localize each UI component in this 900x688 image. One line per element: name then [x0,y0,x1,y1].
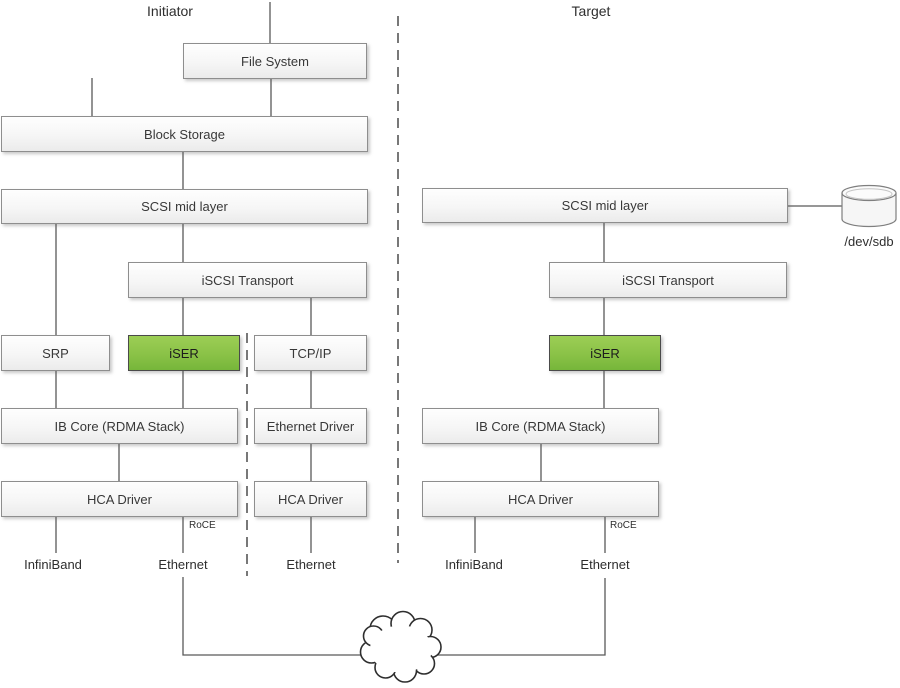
node-tcp-ip: TCP/IP [254,335,367,371]
node-iscsi-transport-initiator: iSCSI Transport [128,262,367,298]
node-ethernet-driver: Ethernet Driver [254,408,367,444]
disk-cylinder-icon [841,184,897,228]
infiniband-label-initiator: InfiniBand [24,557,82,572]
ethernet-label-initiator-tcp: Ethernet [286,557,336,572]
node-srp: SRP [1,335,110,371]
roce-label-initiator: RoCE [189,520,216,531]
node-ib-core-target: IB Core (RDMA Stack) [422,408,659,444]
target-title: Target [571,3,611,19]
network-cloud-icon [359,610,442,683]
node-iscsi-transport-target: iSCSI Transport [549,262,787,298]
node-iser-initiator: iSER [128,335,240,371]
ethernet-label-initiator-rdma: Ethernet [158,557,208,572]
node-iser-target: iSER [549,335,661,371]
node-file-system: File System [183,43,367,79]
connector-lines [55,2,842,656]
initiator-title: Initiator [147,3,193,19]
roce-label-target: RoCE [610,520,637,531]
node-block-storage: Block Storage [1,116,368,152]
node-hca-driver-initiator-rdma: HCA Driver [1,481,238,517]
node-ib-core-initiator: IB Core (RDMA Stack) [1,408,238,444]
node-hca-driver-initiator-tcp: HCA Driver [254,481,367,517]
node-hca-driver-target: HCA Driver [422,481,659,517]
ethernet-label-target: Ethernet [580,557,630,572]
node-scsi-mid-layer-target: SCSI mid layer [422,188,788,223]
infiniband-label-target: InfiniBand [445,557,503,572]
dev-sdb-label: /dev/sdb [844,234,894,249]
node-scsi-mid-layer-initiator: SCSI mid layer [1,189,368,224]
